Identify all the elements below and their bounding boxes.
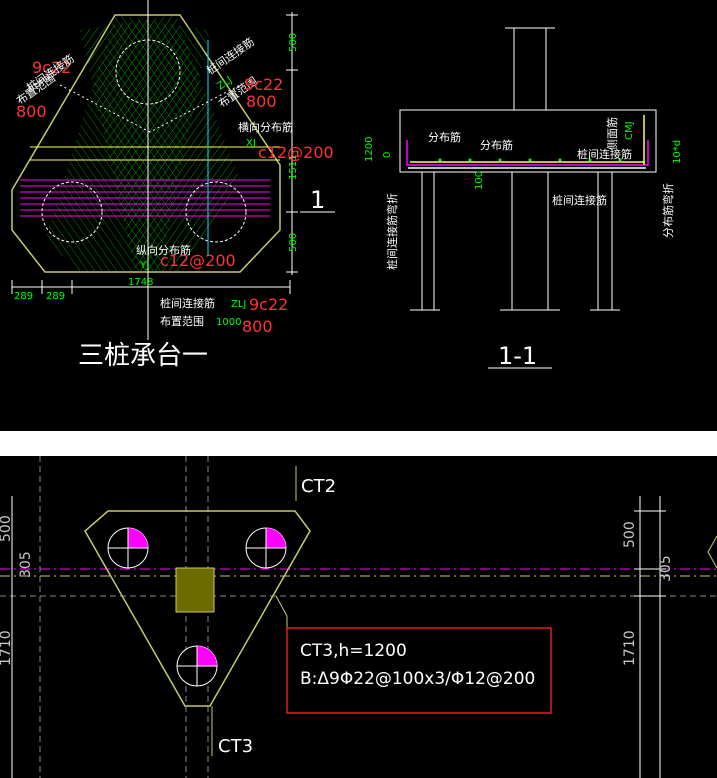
rebar-band-right	[45, 15, 210, 272]
rebar-dots	[438, 158, 622, 162]
label-connect-below: 桩间连接筋	[552, 193, 607, 207]
connector-dotted	[59, 84, 241, 133]
label-10d: 10*d	[672, 140, 683, 164]
label-800-a: 800	[16, 102, 47, 121]
label-800-c: 800	[242, 317, 273, 336]
label-zlj-bottom: ZLJ	[231, 299, 246, 310]
section-title: 1-1	[498, 342, 537, 370]
dim-500-right: 500	[622, 521, 638, 548]
dim-305-right: 305	[658, 555, 674, 582]
info-line-2: B:Δ9Φ22@100x3/Φ12@200	[300, 669, 535, 689]
label-9c22-c: 9c22	[249, 295, 288, 314]
label-c12-a: c12@200	[258, 143, 334, 162]
label-xj: XJ	[246, 138, 256, 149]
piles-section	[410, 172, 620, 311]
dim-100: 100	[474, 171, 485, 190]
dim-0: 0	[382, 152, 393, 158]
dim-1710-right: 1710	[622, 630, 638, 666]
label-dist1: 分布筋	[428, 130, 461, 144]
magenta-rebar-lines	[20, 179, 270, 217]
label-longitudinal: 纵向分布筋	[136, 243, 191, 257]
pile-bottom-left	[41, 181, 103, 243]
section-mark: 1	[310, 186, 325, 214]
label-connect-right: 桩间连接筋	[204, 34, 257, 77]
label-1000: 1000	[216, 317, 241, 328]
drawing-panel-top: 9c22 800 桩间连接筋 布置范围 桩间连接筋 布置范围 ZLJ 9c22 …	[0, 0, 717, 431]
label-cmj: CMJ	[624, 121, 635, 140]
label-transverse: 横向分布筋	[238, 120, 293, 134]
pile-symbol-bottom	[176, 645, 218, 687]
label-range-bottom: 布置范围	[160, 314, 204, 328]
dim-289-a: 289	[14, 291, 33, 302]
dim-1748: 1748	[128, 277, 153, 288]
label-bend-right: 分布筋弯折	[661, 183, 675, 238]
plan-view-canvas: CT3,h=1200 B:Δ9Φ22@100x3/Φ12@200 CT2 CT3…	[0, 456, 717, 778]
label-bend-left: 桩间连接筋弯折	[385, 193, 399, 270]
dim-500-left: 500	[0, 515, 14, 542]
dim-289-b: 289	[46, 291, 65, 302]
leader-line	[275, 595, 288, 628]
cap-section-outline	[399, 109, 657, 173]
pile-symbol-right	[245, 527, 287, 569]
label-dist2: 分布筋	[480, 138, 513, 152]
dim-305-left: 305	[18, 551, 34, 578]
label-side: 侧面筋	[605, 117, 619, 150]
yellow-rebar-lines	[30, 146, 280, 161]
pile-cap-ct3-outline	[84, 510, 311, 707]
label-connect-section: 桩间连接筋	[577, 147, 632, 161]
section-rebars	[406, 115, 649, 169]
column-stub	[505, 27, 555, 110]
plan-and-section-canvas: 9c22 800 桩间连接筋 布置范围 桩间连接筋 布置范围 ZLJ 9c22 …	[11, 0, 683, 371]
plan-title: 三桩承台一	[78, 341, 208, 371]
dim-500-top: 500	[288, 33, 299, 52]
dim-1511: 1511	[288, 155, 299, 180]
dim-1710-left: 1710	[0, 630, 14, 666]
annotation-box	[286, 627, 552, 714]
dim-lines-right	[634, 496, 666, 778]
axis-lines	[0, 456, 717, 778]
label-ct3: CT3	[218, 736, 253, 757]
dim-500-bottom: 500	[288, 233, 299, 252]
label-9c22-a: 9c22	[32, 58, 71, 77]
label-yj: YJ	[139, 260, 149, 271]
dim-1200: 1200	[364, 137, 375, 162]
drawing-panel-bottom: CT3,h=1200 B:Δ9Φ22@100x3/Φ12@200 CT2 CT3…	[0, 456, 717, 778]
pile-bottom-right	[185, 181, 247, 243]
column-block	[175, 567, 215, 613]
info-line-1: CT3,h=1200	[300, 641, 407, 661]
label-c12-b: c12@200	[160, 251, 236, 270]
pile-symbol-left	[107, 527, 149, 569]
neighbor-cap-edge	[707, 535, 717, 569]
label-9c22-b: 9c22	[244, 75, 283, 94]
label-800-b: 800	[246, 92, 277, 111]
dimension-lines	[11, 12, 298, 294]
label-ct2: CT2	[301, 476, 336, 497]
pile-cap-outline	[11, 14, 281, 273]
label-connect-bottom: 桩间连接筋	[160, 296, 215, 310]
